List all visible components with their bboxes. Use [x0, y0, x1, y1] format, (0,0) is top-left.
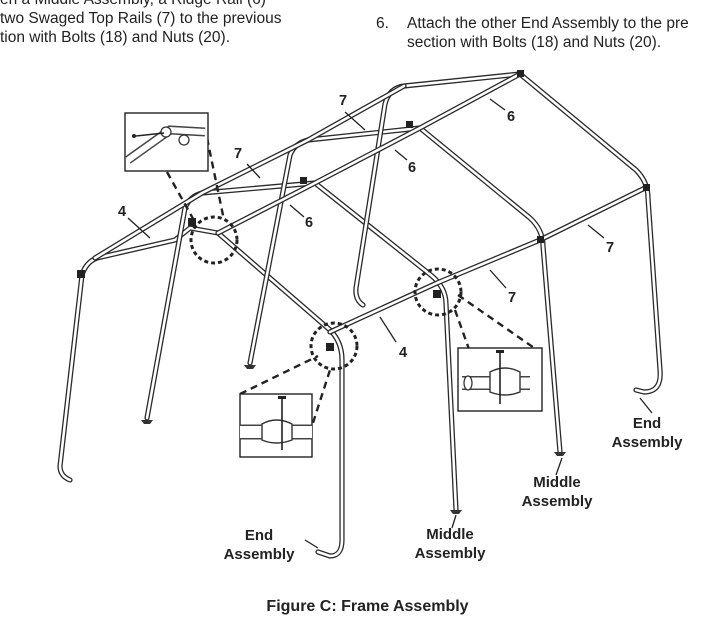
part-label-4: 4	[118, 204, 127, 220]
instruction-line: tion with Bolts (18) and Nuts (20).	[0, 29, 231, 46]
joint-brackets	[77, 70, 650, 351]
detail-box-rail-joint	[239, 393, 313, 458]
instruction-line: section with Bolts (18) and Nuts (20).	[407, 34, 662, 51]
part-label-7: 7	[606, 240, 615, 256]
step-number: 6.	[376, 15, 389, 32]
leader-lines	[127, 98, 653, 549]
end-assembly-label-left: End Assembly	[223, 527, 295, 563]
part-label-6: 6	[305, 215, 314, 231]
part-label-6: 6	[507, 109, 516, 125]
instruction-line: Attach the other End Assembly to the pre	[407, 15, 689, 32]
part-label-7: 7	[508, 290, 517, 306]
instruction-line: two Swaged Top Rails (7) to the previous	[0, 10, 282, 27]
instruction-line: en a Middle Assembly, a Ridge Rail (6)	[0, 0, 281, 9]
instructions-right: 6. Attach the other End Assembly to the p…	[376, 14, 689, 52]
middle-assembly-label-right: Middle Assembly	[521, 474, 593, 510]
foot-plates	[141, 365, 566, 514]
instructions-left: en a Middle Assembly, a Ridge Rail (6) t…	[0, 0, 281, 47]
detail-box-ridge-joint	[124, 112, 209, 172]
part-label-4: 4	[399, 345, 408, 361]
part-label-7: 7	[234, 146, 243, 162]
detail-box-side-joint	[457, 347, 543, 412]
end-assembly-label-right: End Assembly	[611, 415, 683, 451]
part-label-7: 7	[339, 93, 348, 109]
detail-callouts	[124, 112, 543, 458]
part-label-6: 6	[408, 160, 417, 176]
middle-assembly-label-left: Middle Assembly	[414, 526, 486, 562]
figure-caption: Figure C: Frame Assembly	[266, 598, 469, 615]
